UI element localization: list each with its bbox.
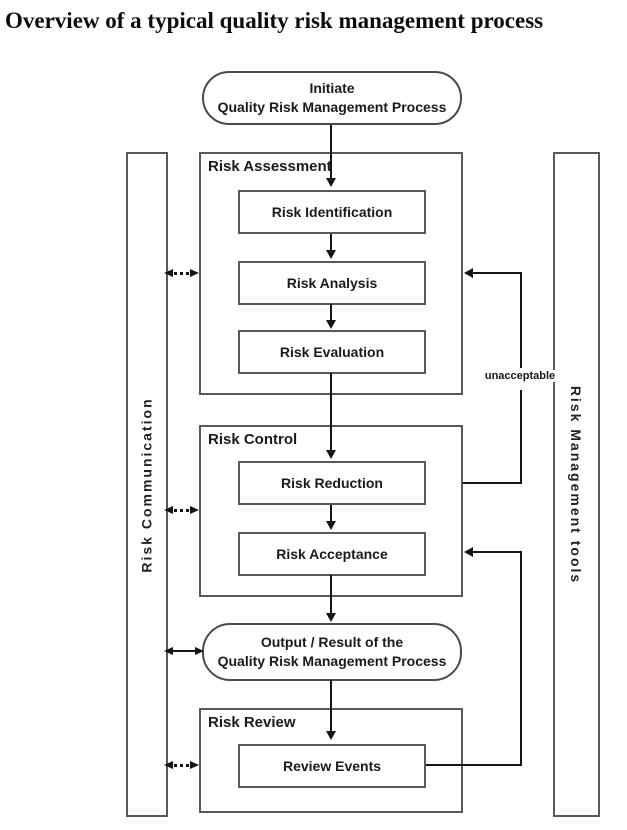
feedback-b-vertical (520, 551, 522, 766)
arrow-left-icon (464, 547, 473, 557)
solid-line (173, 650, 195, 652)
dotted-line (174, 763, 189, 767)
arrow-left-icon (464, 268, 473, 278)
arrow-down-icon (326, 178, 336, 187)
arrow-left-icon (164, 761, 173, 769)
initiate-terminal: Initiate Quality Risk Management Process (202, 71, 462, 125)
arrow-right-icon (195, 647, 204, 655)
arrow-left-icon (164, 269, 173, 277)
arrow-right-icon (190, 269, 199, 277)
flow-line-control-to-output (330, 575, 332, 614)
arrow-left-icon (164, 647, 173, 655)
page-title: Overview of a typical quality risk manag… (5, 8, 544, 33)
arrow-right-icon (190, 506, 199, 514)
risk-assessment-label: Risk Assessment (208, 158, 332, 175)
review-events-box: Review Events (238, 744, 426, 788)
comm-connector-control (164, 505, 199, 515)
flow-line-reduction-to-acceptance (330, 505, 332, 522)
arrow-down-icon (326, 320, 336, 329)
risk-review-label: Risk Review (208, 714, 296, 731)
feedback-b-horizontal-upper (472, 551, 522, 553)
risk-acceptance-box: Risk Acceptance (238, 532, 426, 576)
comm-connector-review (164, 760, 199, 770)
unacceptable-label: unacceptable (484, 370, 556, 382)
flow-line-initiate-to-assessment (330, 125, 332, 179)
feedback-a-vertical-lower (520, 390, 522, 484)
initiate-line2: Quality Risk Management Process (217, 99, 447, 115)
comm-connector-assessment (164, 268, 199, 278)
output-line1: Output / Result of the (260, 634, 404, 651)
output-terminal: Output / Result of the Quality Risk Mana… (202, 623, 462, 681)
feedback-a-vertical-upper (520, 272, 522, 368)
risk-management-tools-bar: Risk Management tools (553, 152, 600, 817)
arrow-right-icon (190, 761, 199, 769)
risk-communication-label: Risk Communication (139, 396, 155, 573)
risk-communication-bar: Risk Communication (126, 152, 168, 817)
flow-line-analysis-to-evaluation (330, 304, 332, 321)
flow-line-output-to-review (330, 680, 332, 732)
risk-identification-box: Risk Identification (238, 190, 426, 234)
risk-control-label: Risk Control (208, 431, 298, 448)
feedback-b-horizontal-lower (426, 764, 522, 766)
arrow-down-icon (326, 250, 336, 259)
arrow-down-icon (326, 731, 336, 740)
arrow-left-icon (164, 506, 173, 514)
comm-connector-output (164, 646, 204, 656)
risk-analysis-box: Risk Analysis (238, 261, 426, 305)
dotted-line (174, 271, 189, 275)
flow-line-assessment-to-control (330, 373, 332, 451)
output-line2: Quality Risk Management Process (217, 653, 447, 669)
risk-evaluation-box: Risk Evaluation (238, 330, 426, 374)
arrow-down-icon (326, 450, 336, 459)
risk-management-tools-label: Risk Management tools (568, 385, 585, 584)
dotted-line (174, 508, 189, 512)
feedback-a-horizontal-upper (472, 272, 522, 274)
risk-reduction-box: Risk Reduction (238, 461, 426, 505)
arrow-down-icon (326, 613, 336, 622)
initiate-line1: Initiate (309, 80, 355, 97)
flow-line-identification-to-analysis (330, 234, 332, 251)
arrow-down-icon (326, 521, 336, 530)
feedback-a-horizontal-lower (463, 482, 522, 484)
